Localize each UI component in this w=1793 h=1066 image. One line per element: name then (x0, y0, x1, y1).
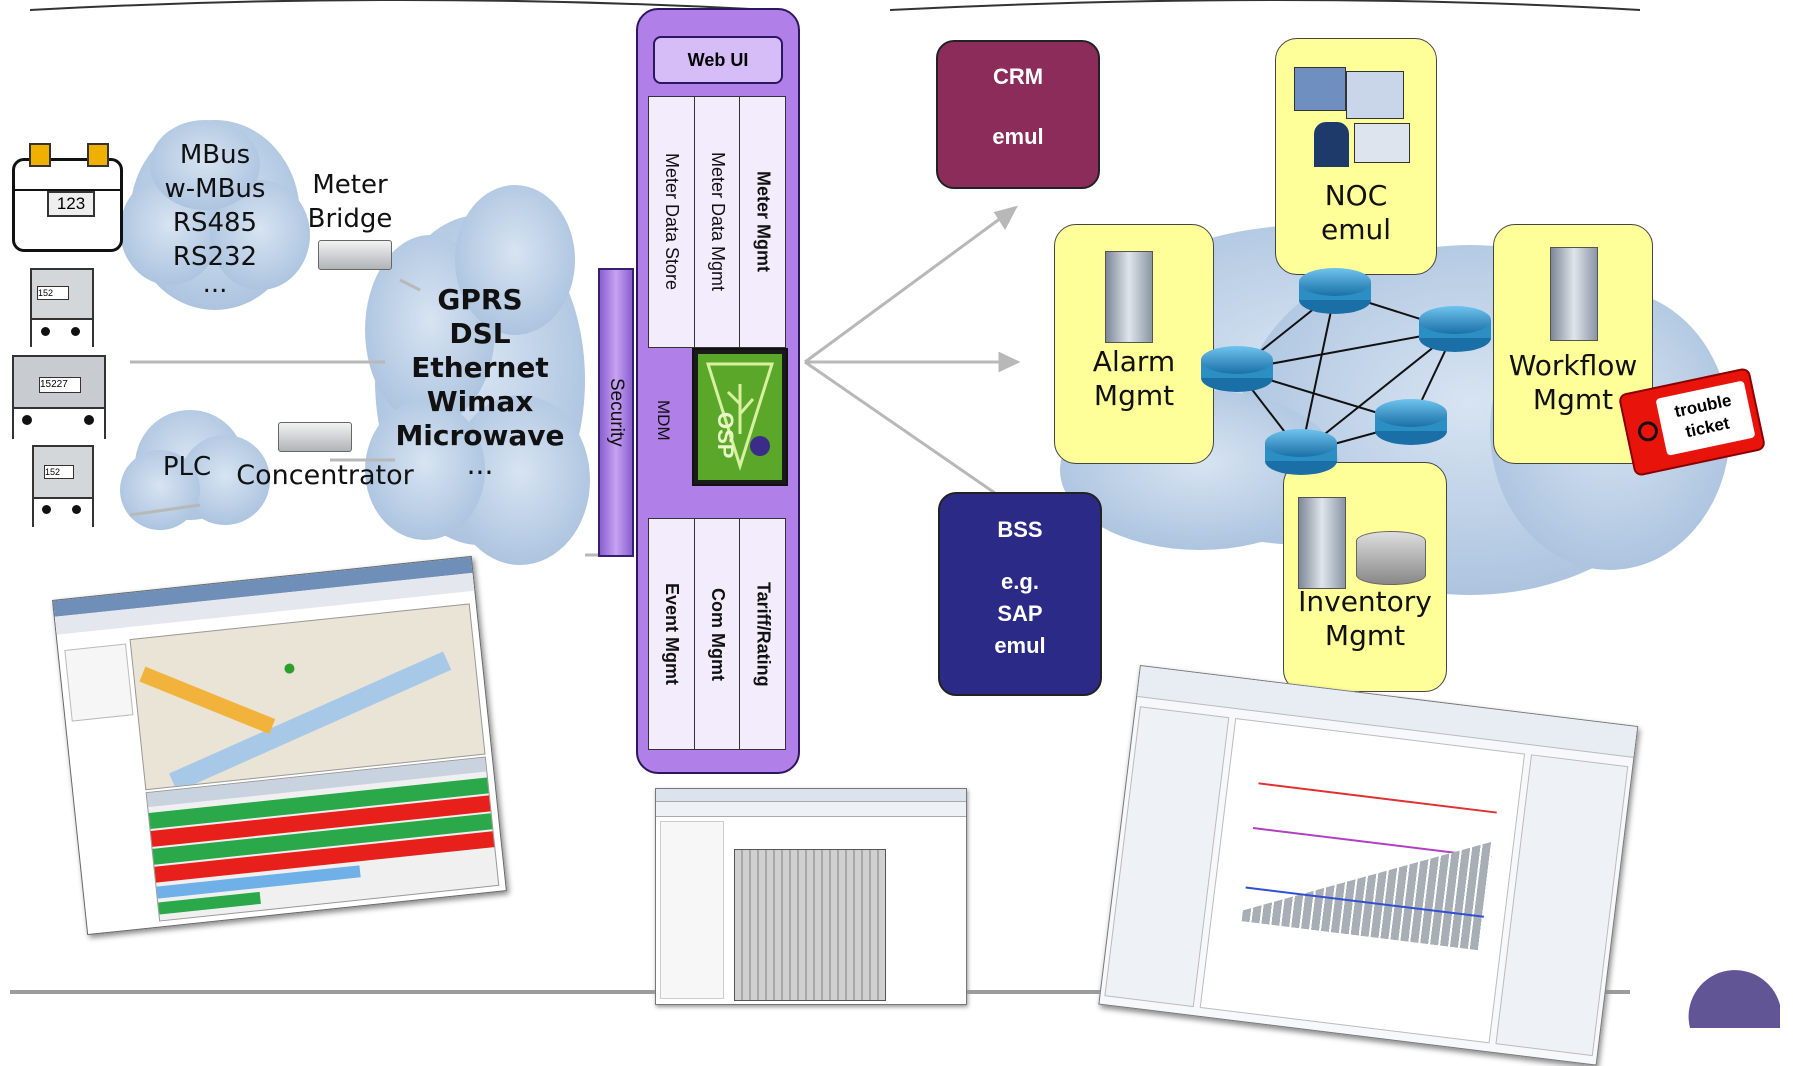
web-ui-box[interactable]: Web UI (653, 36, 783, 84)
cloud-backbone (365, 185, 590, 565)
module-event-mgmt: Event Mgmt (662, 582, 682, 685)
alarm-label-2: Mgmt (1093, 379, 1175, 412)
router-layer (1201, 268, 1491, 475)
alcatel-logo-icon (750, 436, 770, 456)
module-meter-mgmt: Meter Mgmt (739, 97, 786, 347)
osp-label: OSP (713, 412, 738, 459)
crm-box: CRM emul (936, 40, 1100, 189)
consumption-chart (1199, 718, 1526, 1044)
mdm-label-wrap: MDM (650, 385, 676, 455)
rack-view (734, 849, 886, 1001)
module-meter-data-store: Meter Data Store (662, 153, 682, 291)
router-icon (1419, 306, 1491, 352)
meter-device-a: 152 (30, 268, 94, 347)
crm-title: CRM (992, 64, 1044, 89)
workflow-label-1: Workflow (1508, 349, 1638, 382)
module-com-mgmt: Com Mgmt (694, 519, 740, 749)
cloud-mbus (120, 120, 310, 310)
alarm-mgmt-box: Alarm Mgmt (1054, 224, 1214, 464)
ticket-label: trouble ticket (1655, 380, 1756, 456)
meter-a-display: 152 (37, 286, 69, 300)
module-meter-data-mgmt: Meter Data Mgmt (694, 97, 740, 347)
meter-b-display: 15227 (39, 377, 81, 393)
router-icon (1299, 268, 1371, 314)
inventory-mgmt-box: Inventory Mgmt (1283, 462, 1447, 692)
bss-box: BSS e.g. SAP emul (938, 492, 1102, 696)
osp-tree-icon (705, 362, 775, 472)
meter-device-b: 15227 (12, 355, 106, 439)
plc-label: PLC (162, 452, 212, 482)
corner-logo (1688, 970, 1780, 1028)
module-tariff-rating: Tariff/Rating (739, 519, 786, 749)
mdm-top-modules: Meter Data Store Meter Data Mgmt Meter M… (648, 96, 786, 348)
top-brace-left (29, 0, 771, 11)
crm-emul: emul (992, 124, 1044, 149)
osp-logo: OSP (692, 348, 788, 486)
top-brace-right (889, 0, 1641, 11)
meter-terminal-left (29, 143, 51, 167)
security-label: Security (606, 378, 627, 447)
cloud-plc (120, 410, 270, 530)
router-icon (1265, 429, 1337, 475)
mdm-label: MDM (654, 399, 673, 441)
noc-label-1: NOC (1324, 179, 1388, 212)
meter-device-c: 152 (32, 445, 94, 527)
server-icon (1105, 251, 1153, 343)
cloud-mbus-label: MBus w-MBus RS485 RS232 ... (164, 140, 266, 299)
router-icon (1201, 346, 1273, 392)
mdm-stack: Web UI Meter Data Store Meter Data Mgmt … (636, 8, 800, 774)
ticket-hole-icon (1636, 419, 1660, 444)
energy-chart-screenshot (1098, 665, 1639, 1066)
router-icon (1375, 399, 1447, 445)
concentrator-label: Concentrator (236, 460, 414, 491)
noc-label-2: emul (1320, 213, 1392, 246)
workflow-label-2: Mgmt (1532, 383, 1614, 416)
inventory-label-1: Inventory (1298, 585, 1432, 618)
server-icon (1550, 247, 1598, 341)
alarm-label-1: Alarm (1092, 345, 1176, 378)
netcool-map-screenshot (52, 555, 507, 936)
concentrator-device (278, 422, 352, 452)
bss-title: BSS (997, 517, 1043, 542)
meter-bridge-device (318, 240, 392, 270)
noc-box: NOC emul (1275, 38, 1437, 275)
server-icon (1298, 497, 1346, 589)
database-icon (1356, 531, 1426, 585)
main-meter: 123 (12, 143, 123, 252)
meter-bridge-label: Meter Bridge (307, 170, 393, 234)
main-meter-display: 123 (47, 191, 95, 217)
noc-operator-icon (1294, 67, 1414, 177)
cloud-backbone-label: GPRS DSL Ethernet Wimax Microwave ... (395, 283, 565, 481)
security-bar: Security (598, 268, 634, 557)
meter-c-display: 152 (44, 465, 74, 479)
netcool-rack-screenshot (655, 788, 967, 1005)
inventory-label-2: Mgmt (1324, 619, 1406, 652)
meter-terminal-right (87, 143, 109, 167)
mdm-bottom-modules: Event Mgmt Com Mgmt Tariff/Rating (648, 518, 786, 750)
